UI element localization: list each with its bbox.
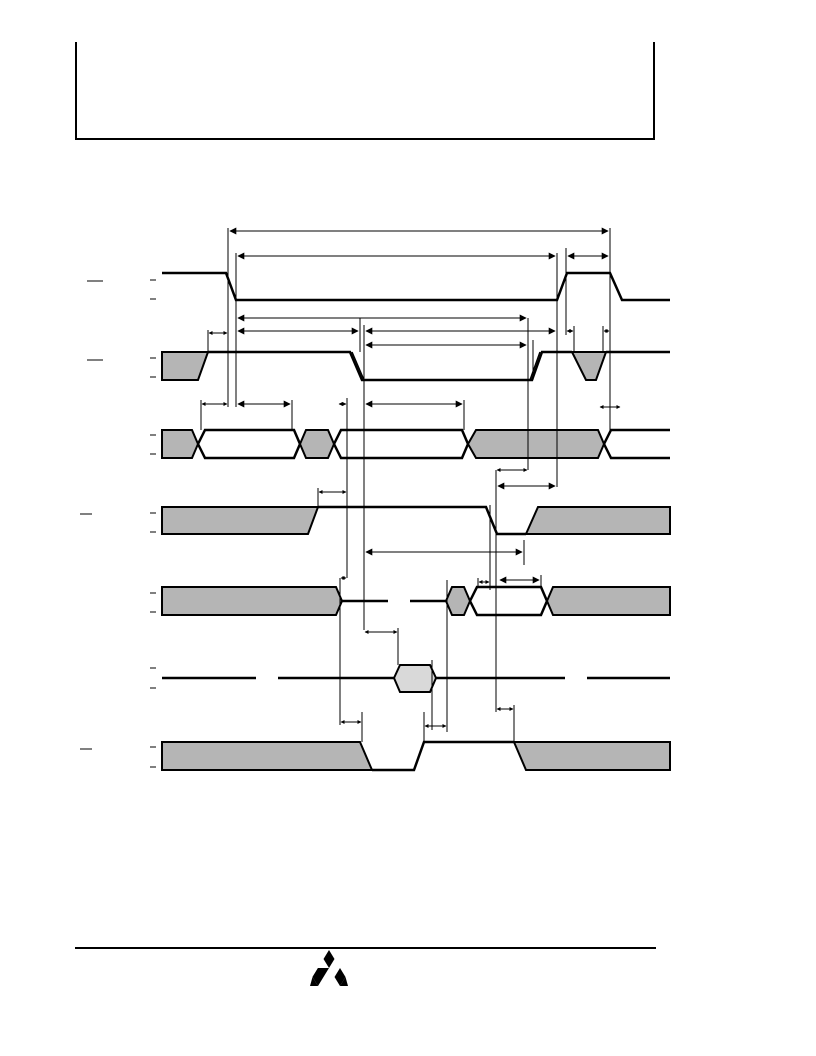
signal-1-waveform [87, 271, 670, 302]
signal-5-bus [161, 585, 671, 617]
signal-1-level-ticks [150, 279, 156, 300]
signal-7-waveform [80, 740, 671, 772]
signal-3-bus [161, 428, 670, 460]
logo-top-diamond [323, 950, 335, 968]
signal-6-bus [162, 664, 670, 693]
footer-rule [75, 947, 656, 949]
timing-reference-lines [200, 228, 611, 742]
mitsubishi-three-diamond-logo [310, 950, 348, 986]
header-box [75, 42, 655, 140]
timing-dimension-arrows [201, 227, 621, 728]
signal-2-waveform [87, 350, 670, 382]
signal-4-waveform [80, 505, 671, 536]
